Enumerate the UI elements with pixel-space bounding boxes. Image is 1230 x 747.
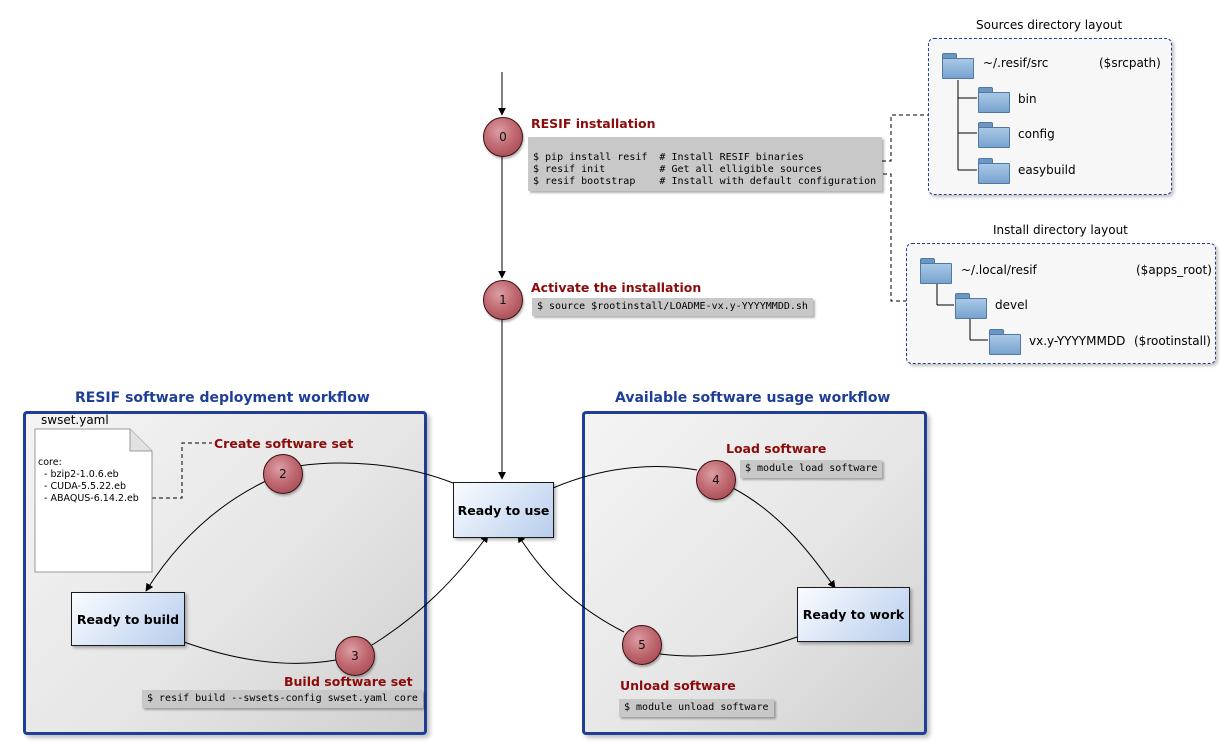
step-4-title: Load software	[726, 441, 827, 456]
step-0-circle: 0	[483, 117, 523, 157]
folder-icon	[942, 53, 974, 79]
swset-content: core: - bzip2-1.0.6.eb - CUDA-5.5.22.eb …	[38, 457, 139, 505]
step-3-circle: 3	[335, 636, 375, 676]
install-level2-var: ($rootinstall)	[1134, 334, 1211, 348]
curve-use-4	[552, 466, 698, 489]
sources-root-name: ~/.resif/src	[983, 56, 1049, 70]
install-level2-name: vx.y-YYYYMMDD	[1029, 334, 1126, 348]
swset-document-icon	[34, 428, 153, 573]
code-line: $ source $rootinstall/LOADME-vx.y-YYYYMM…	[537, 301, 808, 312]
code-line: $ pip install resif # Install RESIF bina…	[533, 152, 804, 163]
folder-icon	[920, 258, 952, 284]
folder-icon	[978, 122, 1010, 148]
curve-create-build	[145, 479, 269, 592]
callout-bootstrap-install	[876, 173, 906, 302]
swset-line: - CUDA-5.5.22.eb	[38, 481, 127, 492]
swset-line: core:	[38, 457, 62, 468]
sources-child-bin: bin	[1018, 92, 1037, 106]
folder-icon	[955, 293, 987, 319]
step-2-circle: 2	[263, 454, 303, 494]
curve-work-5	[659, 636, 798, 657]
usage-workflow-title: Available software usage workflow	[615, 390, 891, 406]
sources-root-var: ($srcpath)	[1099, 56, 1161, 70]
step-5-code: $ module unload software	[619, 699, 774, 717]
folder-icon	[989, 329, 1021, 355]
install-level1: devel	[995, 298, 1028, 312]
step-1-title: Activate the installation	[531, 280, 702, 295]
sources-child-easybuild: easybuild	[1018, 163, 1076, 177]
callout-swset-create	[152, 442, 212, 499]
step-0-code: $ pip install resif # Install RESIF bina…	[528, 137, 882, 191]
curve-build-3	[183, 641, 337, 664]
step-3-code: $ resif build --swsets-config swset.yaml…	[142, 690, 423, 708]
callout-init-sources	[826, 114, 928, 162]
sources-child-config: config	[1018, 127, 1055, 141]
step-5-title: Unload software	[620, 678, 736, 693]
state-ready-to-work: Ready to work	[797, 587, 910, 642]
curve-create	[297, 462, 454, 484]
step-0-title: RESIF installation	[531, 116, 656, 131]
step-4-code: $ module load software	[740, 460, 883, 478]
install-root-name: ~/.local/resif	[961, 263, 1037, 277]
curve-5-use	[517, 534, 625, 633]
folder-icon	[978, 87, 1010, 113]
curve-3-use	[371, 534, 489, 646]
step-5-circle: 5	[622, 625, 662, 665]
install-root-var: ($apps_root)	[1136, 263, 1212, 277]
code-line: $ resif bootstrap # Install with default…	[533, 176, 877, 187]
step-2-title: Create software set	[214, 436, 354, 451]
step-3-title: Build software set	[284, 674, 413, 689]
install-layout-title: Install directory layout	[993, 223, 1128, 237]
swset-line: - bzip2-1.0.6.eb	[38, 469, 119, 480]
code-line: $ module unload software	[624, 702, 769, 713]
swset-line: - ABAQUS-6.14.2.eb	[38, 493, 139, 504]
swset-filename: swset.yaml	[41, 413, 109, 427]
code-line: $ module load software	[745, 463, 878, 474]
code-line: $ resif init # Get all elligible sources	[533, 164, 822, 175]
folder-icon	[978, 158, 1010, 184]
deployment-workflow-title: RESIF software deployment workflow	[75, 390, 370, 406]
step-1-circle: 1	[483, 280, 523, 320]
step-1-code: $ source $rootinstall/LOADME-vx.y-YYYYMM…	[532, 298, 813, 316]
state-ready-to-build: Ready to build	[71, 592, 185, 646]
install-layout-box	[906, 243, 1216, 364]
step-4-circle: 4	[696, 460, 736, 500]
code-line: $ resif build --swsets-config swset.yaml…	[147, 693, 418, 704]
state-ready-to-use: Ready to use	[453, 482, 554, 538]
sources-layout-title: Sources directory layout	[976, 18, 1123, 32]
curve-4-work	[730, 486, 836, 589]
